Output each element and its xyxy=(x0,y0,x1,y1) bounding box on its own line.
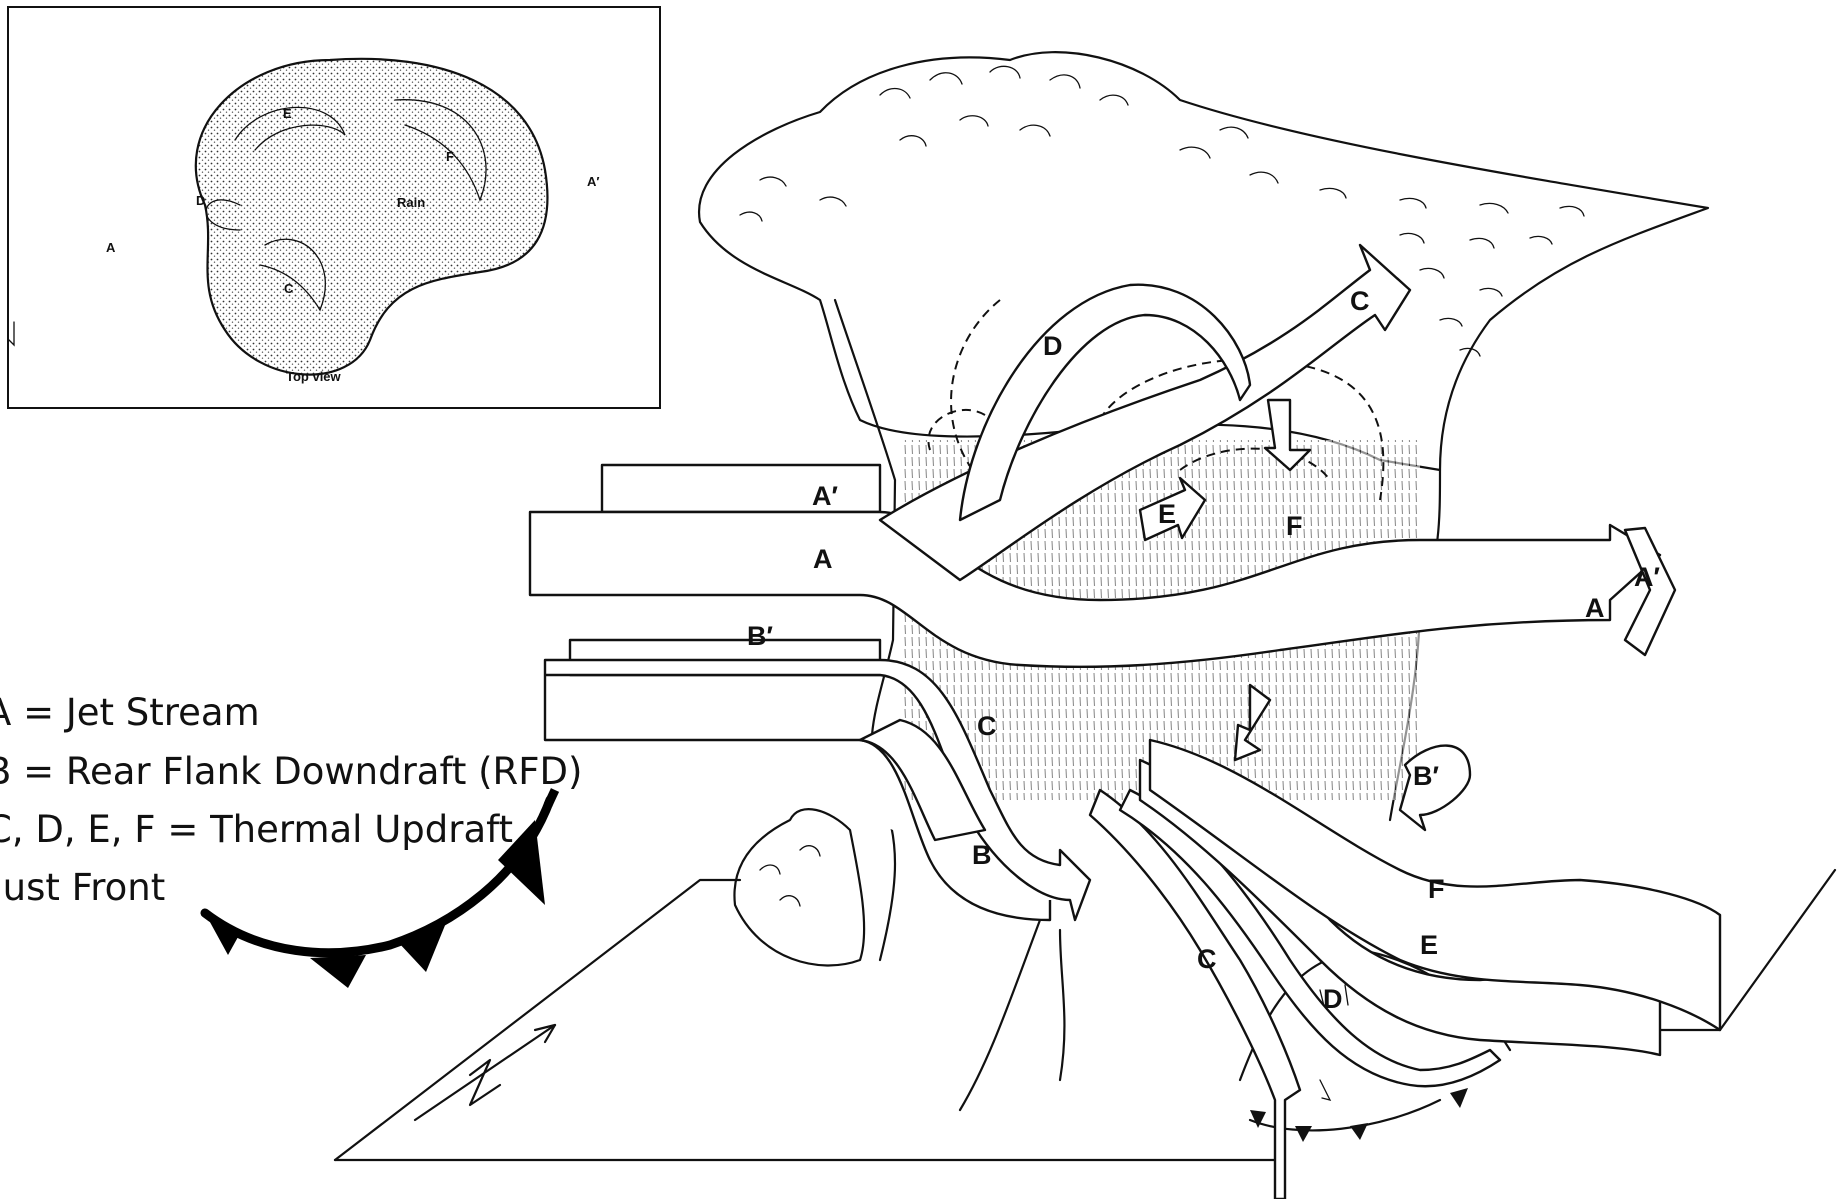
inset-label-d: D xyxy=(196,193,205,208)
funnel-edge xyxy=(960,920,1040,1110)
legend: A = Jet Stream B = Rear Flank Downdraft … xyxy=(0,691,582,909)
label-f-low: F xyxy=(1428,874,1445,904)
inset-label-a: A xyxy=(106,240,116,255)
inset-caption: Top view xyxy=(286,369,342,384)
label-a-prime-left: A′ xyxy=(812,481,838,511)
top-view-inset: E F D Rain C A A′ Top view xyxy=(8,7,660,408)
label-a-prime-right: A′ xyxy=(1634,562,1660,592)
inset-label-c: C xyxy=(284,281,294,296)
label-e-low: E xyxy=(1420,930,1438,960)
label-e-top: E xyxy=(1158,499,1176,529)
label-d-low: D xyxy=(1323,984,1343,1014)
north-arrow-icon xyxy=(415,1025,555,1120)
legend-line-2: B = Rear Flank Downdraft (RFD) xyxy=(0,750,582,793)
inset-rain-label: Rain xyxy=(397,195,425,210)
inset-label-e: E xyxy=(283,106,292,121)
legend-line-1: A = Jet Stream xyxy=(0,691,260,734)
flanking-cloud xyxy=(734,809,864,965)
legend-line-4: Gust Front xyxy=(0,866,165,909)
label-b-prime-left: B′ xyxy=(747,621,773,651)
label-c-mid: C xyxy=(977,711,997,741)
inset-label-f: F xyxy=(446,149,454,164)
label-a-left: A xyxy=(813,544,833,574)
updraft-column-edge xyxy=(835,300,895,960)
label-c-top: C xyxy=(1350,286,1370,316)
ribbon-a-prime-left xyxy=(602,465,880,512)
label-a-right: A xyxy=(1585,593,1605,623)
label-d-top: D xyxy=(1043,331,1063,361)
legend-line-3: C, D, E, F = Thermal Updraft xyxy=(0,808,513,851)
label-b-prime-right: B′ xyxy=(1413,761,1439,791)
label-c-low: C xyxy=(1197,944,1217,974)
inset-label-a-prime: A′ xyxy=(587,174,600,189)
label-f-top: F xyxy=(1286,511,1303,541)
label-b-left: B xyxy=(972,840,992,870)
